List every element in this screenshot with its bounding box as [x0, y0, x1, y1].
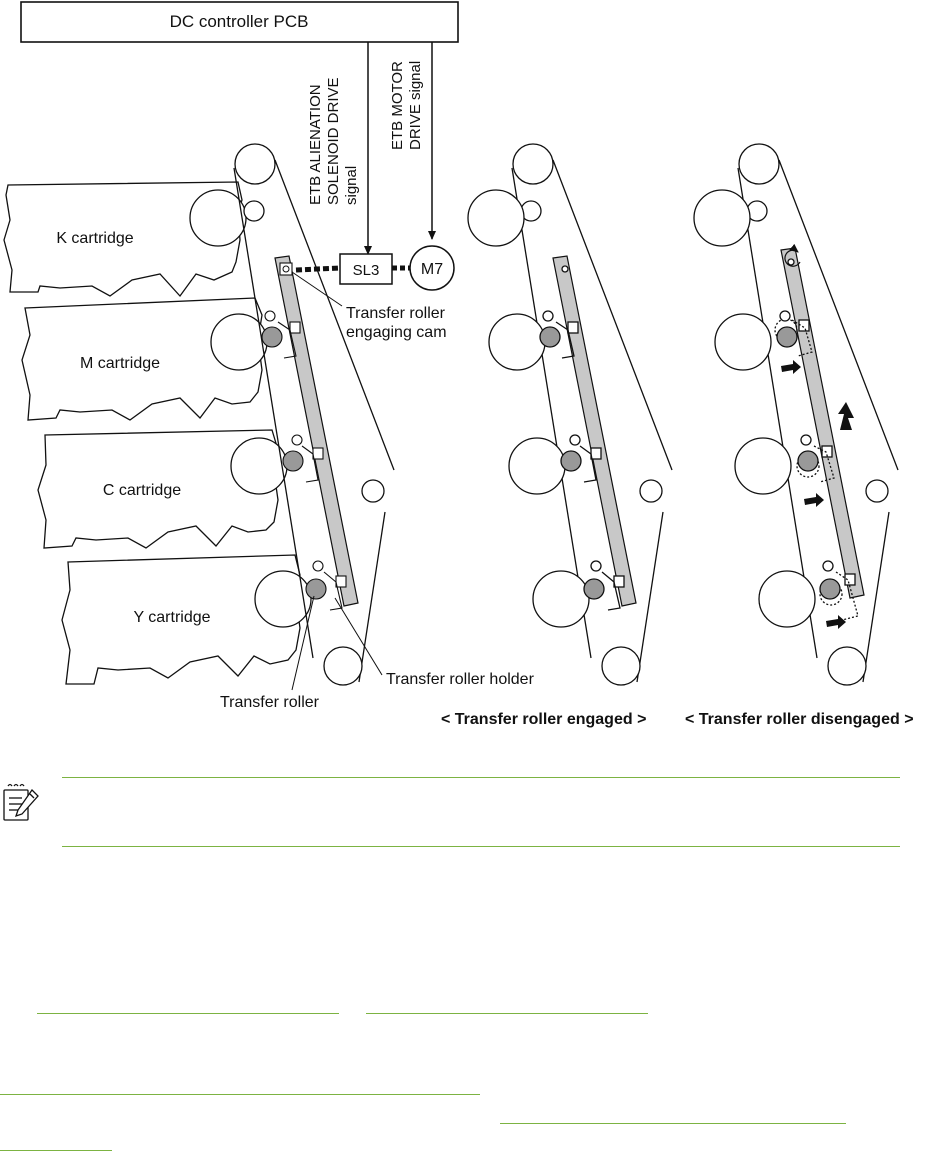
svg-text:ETB MOTOR: ETB MOTOR [389, 61, 406, 150]
holder-label: Transfer roller holder [386, 671, 535, 688]
solenoid-shaft [295, 265, 341, 273]
link-underline-3[interactable] [0, 1094, 480, 1095]
motor-m7-label: M7 [421, 261, 443, 278]
caption-disengaged: < Transfer roller disengaged > [685, 711, 914, 728]
roller-label: Transfer roller [220, 694, 320, 711]
note-pad-icon [3, 783, 39, 821]
engaged-panel [467, 143, 673, 686]
solenoid-sl3-label: SL3 [353, 262, 380, 279]
etb-belt-left [233, 143, 395, 686]
cam-rotation-arrow [784, 243, 801, 267]
y-drum [254, 570, 312, 628]
svg-text:signal: signal [343, 166, 360, 205]
dc-controller-label: DC controller PCB [170, 12, 309, 31]
cam-label-line1: Transfer roller [346, 305, 446, 322]
link-underline-1[interactable] [37, 1013, 339, 1014]
k-drum [189, 189, 247, 247]
note-top-rule [62, 777, 900, 778]
roller-holder-bar-left [274, 255, 359, 607]
holder-leader [334, 597, 383, 676]
cam-leader [291, 271, 343, 307]
movement-arrows [781, 360, 854, 629]
c-cartridge-label: C cartridge [103, 482, 181, 499]
svg-text:DRIVE signal: DRIVE signal [407, 61, 424, 150]
svg-text:SOLENOID DRIVE: SOLENOID DRIVE [325, 77, 342, 205]
dc-controller-box [20, 1, 459, 43]
k-cartridge-label: K cartridge [56, 230, 133, 247]
cam-label-line2: engaging cam [346, 324, 447, 341]
y-cartridge-label: Y cartridge [133, 609, 210, 626]
solenoid-signal-label: ETB ALIENATION SOLENOID DRIVE signal [307, 77, 360, 205]
link-underline-4[interactable] [500, 1123, 846, 1124]
caption-engaged: < Transfer roller engaged > [441, 711, 646, 728]
transfer-rollers-left [261, 310, 347, 611]
disengaged-panel [693, 143, 899, 686]
roller-leader [291, 595, 315, 691]
motor-signal-label: ETB MOTOR DRIVE signal [389, 61, 424, 150]
note-bottom-rule [62, 846, 900, 847]
m-cartridge-label: M cartridge [80, 355, 160, 372]
link-underline-2[interactable] [366, 1013, 648, 1014]
svg-text:ETB ALIENATION: ETB ALIENATION [307, 84, 324, 205]
